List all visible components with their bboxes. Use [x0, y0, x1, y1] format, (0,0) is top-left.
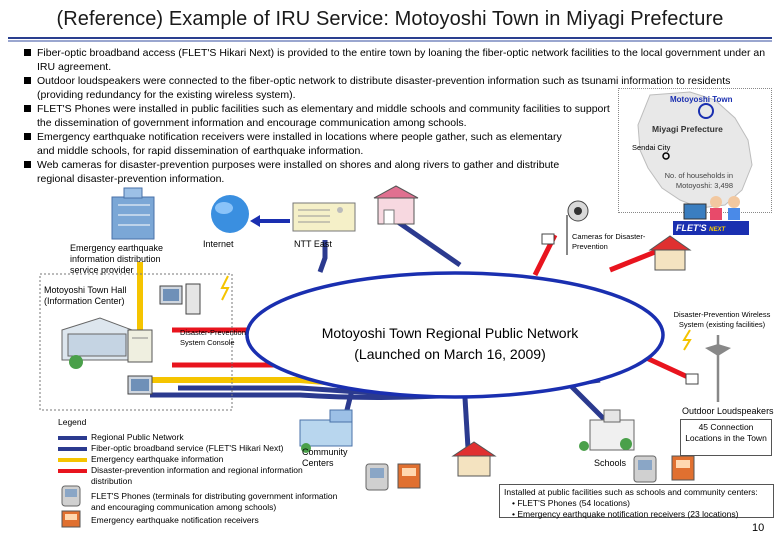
legend-item: Disaster-prevention information and regi… [91, 465, 303, 486]
eew-provider-building [111, 187, 155, 240]
eew-receiver-school [671, 455, 695, 481]
house-right [648, 235, 692, 271]
legend-phone-label: FLET'S Phones (terminals for distributin… [91, 491, 338, 512]
flets-logo: FLET'S NEXT [673, 221, 749, 235]
console-label: Disaster-Prevention System Console [180, 328, 246, 347]
legend-item: Regional Public Network [91, 432, 184, 442]
legend-title: Legend [58, 417, 87, 427]
households-label: No. of households in Motoyoshi: 3,498 [664, 171, 733, 190]
bullet-item: Emergency earthquake notification receiv… [24, 130, 579, 158]
cameras-label: Cameras for Disaster-Prevention [572, 232, 646, 251]
line-school-ring [568, 383, 612, 427]
bullet-list: Fiber-optic broadband access (FLET'S Hik… [24, 46, 769, 186]
eew-provider-label: Emergency earthquake information distrib… [70, 243, 164, 275]
legend-receiver-label: Emergency earthquake notification receiv… [91, 515, 259, 525]
installed-item: • Emergency earthquake notification rece… [512, 509, 739, 519]
line-house-ring [462, 397, 471, 449]
internet-globe [211, 195, 249, 233]
legend-item: Fiber-optic broadband service (FLET'S Hi… [91, 443, 284, 453]
town-hall-label: Motoyoshi Town Hall (Information Center) [44, 285, 127, 306]
town-hall-boundary [39, 273, 233, 411]
page-number: 10 [752, 522, 765, 534]
installed-box: Installed at public facilities such as s… [499, 484, 774, 519]
eew-receiver-cc [397, 463, 421, 489]
pc-terminal [127, 375, 153, 395]
community-centers-label: Community Centers [302, 447, 348, 468]
line-red-right [609, 247, 661, 273]
connection-locations-box: 45 Connection Locations in the Town [680, 419, 772, 456]
disaster-camera [541, 200, 589, 255]
schools-label: Schools [594, 458, 627, 468]
legend-receiver-icon [61, 510, 81, 528]
legend-item: Emergency earthquake information [91, 454, 224, 464]
town-hall-building [61, 317, 133, 369]
console-terminal [159, 283, 201, 315]
sendai-marker [662, 152, 670, 160]
bullet-item: Web cameras for disaster-prevention purp… [24, 158, 579, 186]
school-building [579, 409, 635, 451]
map-city-label: Sendai City [632, 143, 671, 152]
ntt-east-equipment [292, 202, 356, 232]
house-bottom [451, 441, 497, 477]
community-center-building [299, 409, 353, 453]
map-town-label: Motoyoshi Town [670, 95, 733, 104]
map-prefecture-label: Miyagi Prefecture [652, 124, 723, 134]
network-name: Motoyoshi Town Regional Public Network (… [321, 325, 579, 362]
shop-building [373, 185, 419, 225]
bullet-item: Outdoor loudspeakers were connected to t… [24, 74, 769, 102]
ntt-east-label: NTT East [294, 239, 332, 249]
server-unit [127, 329, 153, 363]
flets-phone-school [633, 455, 657, 483]
line-ntt-ring [317, 240, 328, 273]
wireless-label: Disaster-Prevention Wireless System (exi… [673, 310, 771, 329]
installed-item: • FLET'S Phones (54 locations) [512, 498, 630, 508]
users-with-pcs [683, 196, 740, 220]
internet-label: Internet [203, 239, 234, 249]
loudspeakers-label: Outdoor Loudspeakers [682, 406, 774, 416]
line-shop-ring [393, 217, 462, 268]
miyagi-map-shape [637, 91, 753, 209]
bullet-item: FLET'S Phones were installed in public f… [24, 102, 614, 130]
regional-network-ring [245, 271, 665, 399]
lightning-icon [220, 275, 230, 301]
outdoor-loudspeaker [682, 329, 731, 402]
flets-phone-cc [365, 463, 389, 491]
motoyoshi-marker [698, 103, 714, 119]
title-rule [8, 37, 772, 42]
installed-heading: Installed at public facilities such as s… [504, 487, 758, 497]
page-title: (Reference) Example of IRU Service: Moto… [56, 8, 724, 30]
legend-phone-icon [61, 485, 81, 507]
lightning-icon [682, 329, 692, 351]
bullet-item: Fiber-optic broadband access (FLET'S Hik… [24, 46, 769, 74]
